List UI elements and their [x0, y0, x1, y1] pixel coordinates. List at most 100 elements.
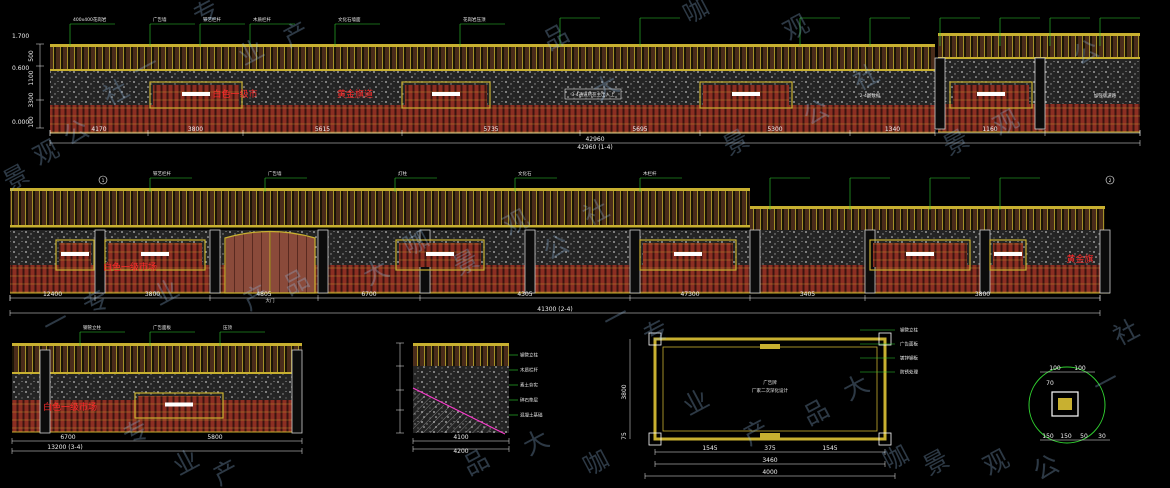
plan-bottom-mark — [760, 433, 780, 438]
elev2-seg-dim-3: 6700 — [361, 291, 376, 298]
detail-top-2: 100 — [1074, 365, 1086, 372]
elev3-callout-1: 广告面板 — [153, 324, 171, 331]
elev2-seg-dim-1: 3800 — [145, 291, 160, 298]
elev3-wall-coping — [12, 343, 302, 346]
elev1-plaque-3-text: 加强版道路 — [1094, 92, 1117, 99]
elev2-mark-1: 1 — [102, 178, 105, 184]
elev1-seg-dim-2: 5615 — [315, 126, 330, 133]
elev3-red-label: 白色一级市场 — [43, 401, 97, 413]
plan-dim-1: 1545 — [702, 445, 717, 452]
plan-callout-3: 防锈处理 — [900, 369, 918, 376]
detail-bottom-0: 150 — [1042, 433, 1054, 440]
plan-corner-3 — [878, 432, 892, 446]
elev2-seg-dim-4: 4305 — [517, 291, 532, 298]
elev2-seg-dim-7: 3800 — [975, 291, 990, 298]
elev1-callout-3: 木质栏杆 — [253, 16, 271, 23]
elev2-panel-6-plate — [994, 252, 1022, 256]
plan-dim-2: 375 — [764, 445, 776, 452]
watermark-char-27: 专 — [638, 314, 674, 351]
elev2-panel-3 — [395, 239, 485, 271]
plan-total-b: 4000 — [762, 469, 777, 476]
elev1-panel-4 — [949, 81, 1033, 109]
elev3-total: 13200 (3-4) — [47, 444, 82, 451]
elev1-pier-1 — [934, 57, 946, 130]
watermark-char-45: 观 — [978, 444, 1014, 481]
section-slope — [412, 387, 506, 435]
section-dim-text-1: 4100 — [453, 434, 468, 441]
elev2-fence-fence — [10, 191, 750, 225]
elev2-seg-dim-6: 3405 — [800, 291, 815, 298]
elev2-panel-6 — [989, 239, 1027, 271]
section-coping — [413, 343, 509, 346]
elev1-panel-1 — [149, 81, 243, 109]
elev3-wall-rail — [12, 372, 302, 374]
elev2-callout-3: 文化石 — [518, 170, 532, 177]
section-fence — [413, 346, 509, 366]
plan-total-a: 3460 — [762, 457, 777, 464]
plan-callout-0: 钢管立柱 — [900, 327, 918, 334]
elev3-wall-stone — [12, 374, 302, 400]
plan-corner-2 — [648, 432, 662, 446]
elev1-callout-0: 400x400花岗岩 — [73, 16, 107, 23]
elev1-plaque-1-text: 3-4通道所在主出入上 — [571, 91, 615, 98]
detail-circle — [1028, 366, 1106, 444]
elev1-level-1: 1.700 — [12, 33, 29, 40]
elev3-callout-2: 压顶 — [223, 325, 232, 331]
elev1-seg-dim-1: 3800 — [188, 126, 203, 133]
elev1-left-dim-0: 500 — [28, 50, 35, 62]
elev2-callout-2: 灯柱 — [398, 170, 407, 177]
elev2-panel-5 — [869, 239, 971, 271]
detail-bottom-3: 30 — [1098, 433, 1106, 440]
elev3-panel — [134, 392, 224, 419]
elev1-wall-b-coping — [938, 33, 1140, 36]
plan-center-2: 厂家二次深化设计 — [752, 387, 788, 394]
detail-post — [1051, 391, 1079, 417]
annotation-leaders — [9, 17, 1141, 479]
watermark-char-31: 大 — [838, 369, 874, 406]
elev2-red-label-2: 黄金旗 — [1066, 253, 1093, 265]
elev3-wall-fence — [12, 346, 302, 372]
elev2-mark-circle-2 — [1105, 175, 1115, 185]
elev1-callout-2: 铁艺栏杆 — [203, 16, 221, 23]
elev1-seg-dim-7: 1160 — [982, 126, 997, 133]
watermark-char-10: 咖 — [678, 0, 714, 29]
elev2-red-label-1: 白色一级市场 — [103, 261, 157, 273]
elev1-left-dim-3: 100 — [28, 116, 35, 128]
detail-core — [1058, 398, 1072, 410]
elev1-seg-dim-0: 4170 — [91, 126, 106, 133]
elev1-plaque-2-text: 2-4图数据 — [860, 92, 881, 99]
elev2-total: 41300 (2-4) — [537, 306, 572, 313]
watermark-char-1: 观 — [28, 134, 64, 171]
elev2-pier-4 — [524, 229, 536, 294]
elev1-left-dim-1: 1100 — [28, 70, 35, 85]
elev2-seg-dim-0: 12400 — [43, 291, 62, 298]
detail-label: 70 — [1046, 380, 1054, 387]
elev2-callout-0: 铁艺栏杆 — [153, 170, 171, 177]
plan-corner-1 — [878, 332, 892, 346]
watermark-char-40: 产 — [208, 454, 244, 488]
elev1-wall-a-rail — [50, 69, 935, 71]
watermark-char-39: 业 — [168, 444, 204, 481]
elev1-panel-3-plate — [732, 92, 760, 96]
plan-callout-1: 广告面板 — [900, 341, 918, 348]
elev2-callout-4: 木栏杆 — [643, 170, 657, 177]
elev1-pier-2 — [1034, 57, 1046, 130]
elev1-plaque-1 — [564, 88, 622, 100]
elev2-panel-4 — [639, 239, 737, 271]
elev1-callout-4: 文化石墙面 — [338, 16, 361, 23]
watermark-char-5: 专 — [188, 0, 224, 31]
elev2-pier-9 — [1099, 229, 1111, 294]
elev1-panel-4-plate — [977, 92, 1005, 96]
plan-top-mark — [760, 344, 780, 349]
elev2-seg-dim-2: 4805 — [256, 291, 271, 298]
elev2-panel-4-plate — [674, 252, 702, 256]
section-callout-4: 混凝土基础 — [520, 412, 543, 419]
elev1-panel-3 — [699, 81, 793, 109]
watermark-char-32: 咖 — [878, 439, 914, 476]
elev1-wall-b-fence — [938, 36, 1140, 57]
elev2-panel-2 — [104, 239, 206, 271]
plan-left-dim-1: 3800 — [621, 384, 628, 399]
elev2-fence-b-fence — [750, 209, 1105, 231]
elev2-gate-label: 大门 — [266, 297, 275, 304]
plan-center-1: 广告牌 — [763, 379, 777, 386]
